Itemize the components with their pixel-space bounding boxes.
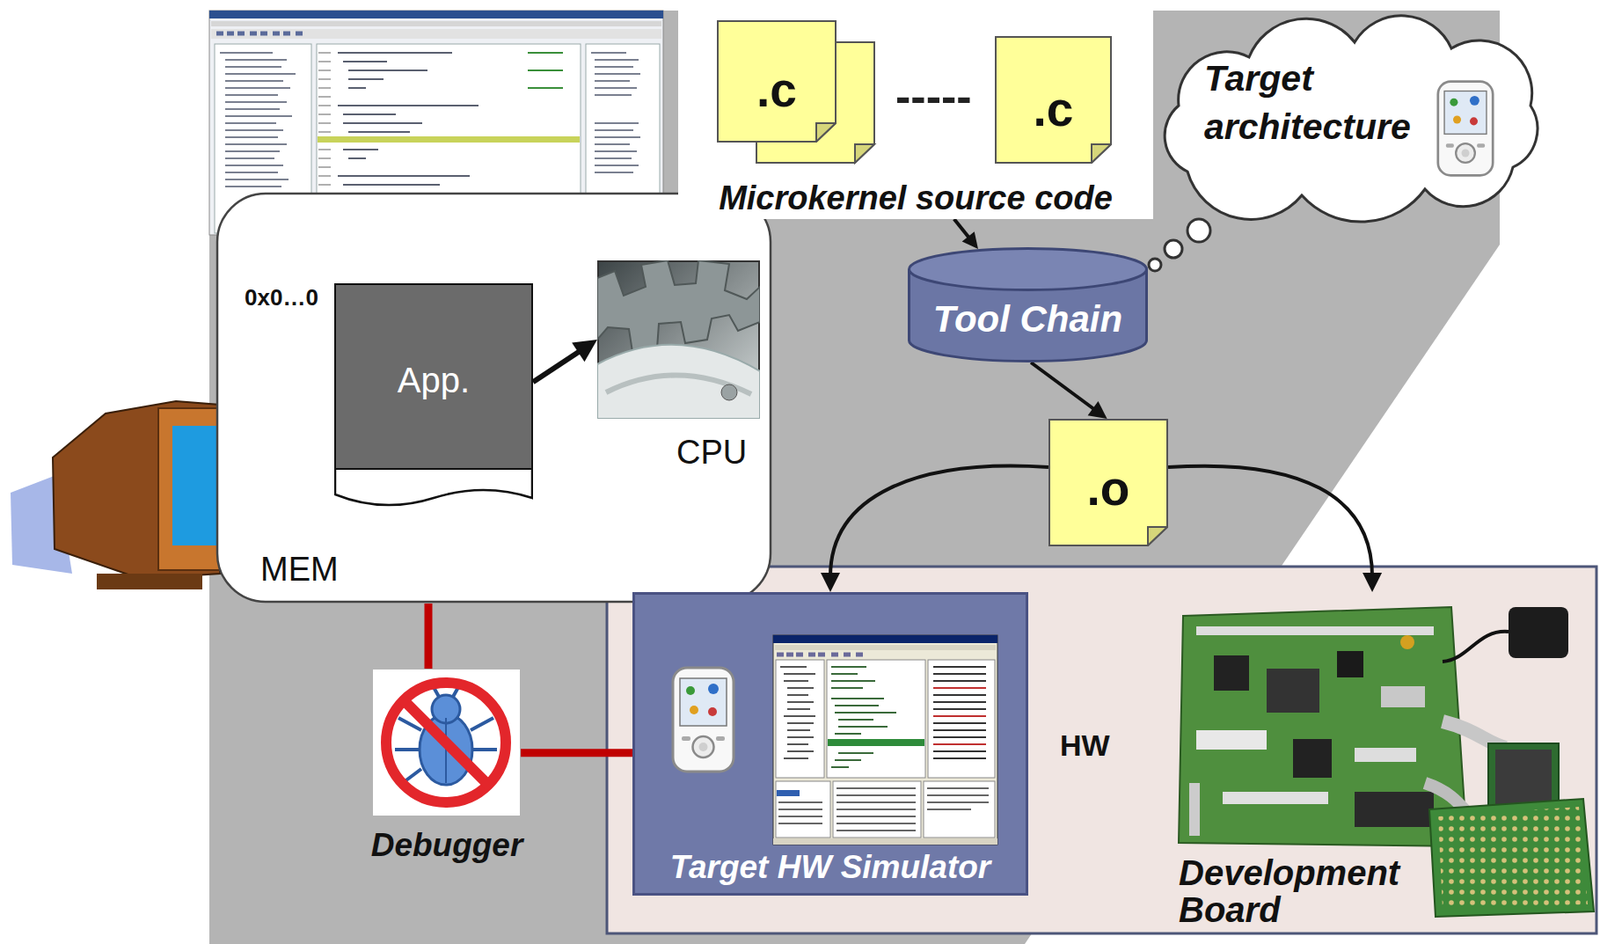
- connector-line: [1030, 362, 1096, 410]
- debugger-icon: Debugger: [372, 668, 521, 817]
- callout-bubble: [217, 193, 771, 623]
- connector: [820, 466, 1049, 592]
- node-text: Target HW Simulator: [635, 848, 1026, 887]
- node-text: App.: [336, 359, 532, 401]
- no-bug-icon: [372, 668, 521, 817]
- arrow-head: [1088, 401, 1108, 419]
- connector-line: [533, 349, 583, 382]
- gear-picture: [597, 260, 760, 419]
- connector: [1168, 466, 1382, 592]
- connector-line: [954, 219, 971, 240]
- hw-region: HW Target HW Simulator Development Board: [606, 566, 1597, 934]
- computer-illustration: [10, 401, 220, 590]
- node-text: Target architecture: [1204, 54, 1435, 152]
- connector: [1030, 362, 1108, 419]
- node-text: HW: [1059, 728, 1140, 763]
- memory-block: MEMApp.: [334, 283, 534, 509]
- thought-cloud: Target architecture: [1153, 10, 1557, 222]
- arrow-head: [962, 231, 979, 249]
- node-text: Debugger: [341, 826, 553, 865]
- node-text: Tool Chain: [907, 298, 1148, 341]
- node-text: .c: [716, 62, 837, 118]
- connector: [954, 219, 979, 249]
- connector-line: [1168, 466, 1373, 578]
- label-anchor: -----: [895, 70, 984, 124]
- dash-separator: -----: [895, 70, 984, 124]
- node-text: CPU: [676, 433, 760, 473]
- node-text: MEM: [260, 550, 358, 590]
- node-text: .c: [994, 81, 1112, 138]
- node-text: Development Board: [1178, 854, 1418, 928]
- arrow-head: [571, 339, 598, 362]
- arrow-head: [820, 572, 841, 592]
- toolchain-cylinder: Tool Chain: [907, 247, 1148, 363]
- node-text: Microkernel source code: [678, 179, 1154, 219]
- board-label-area: Development Board: [1173, 591, 1597, 931]
- arrow-head: [1362, 572, 1382, 592]
- address-label: 0x0…0: [244, 284, 333, 312]
- source-file: .c: [994, 36, 1112, 164]
- connector-line: [830, 466, 1049, 578]
- node-text: .o: [1048, 460, 1169, 517]
- simulator-box: Target HW Simulator: [632, 591, 1029, 896]
- connector-line: [520, 748, 633, 757]
- simulator-art: [635, 594, 1026, 893]
- source-file: .c: [716, 20, 837, 143]
- app-region: App.: [334, 283, 534, 470]
- thought-bubbles: [1148, 219, 1211, 271]
- object-file: .o: [1048, 418, 1169, 547]
- debug-wire: [424, 603, 433, 669]
- cpu-image: CPU: [597, 260, 760, 419]
- hw-region-ground: [606, 566, 1597, 934]
- label-anchor: 0x0…0: [244, 284, 333, 312]
- connector: [533, 339, 598, 382]
- connector: [520, 752, 633, 753]
